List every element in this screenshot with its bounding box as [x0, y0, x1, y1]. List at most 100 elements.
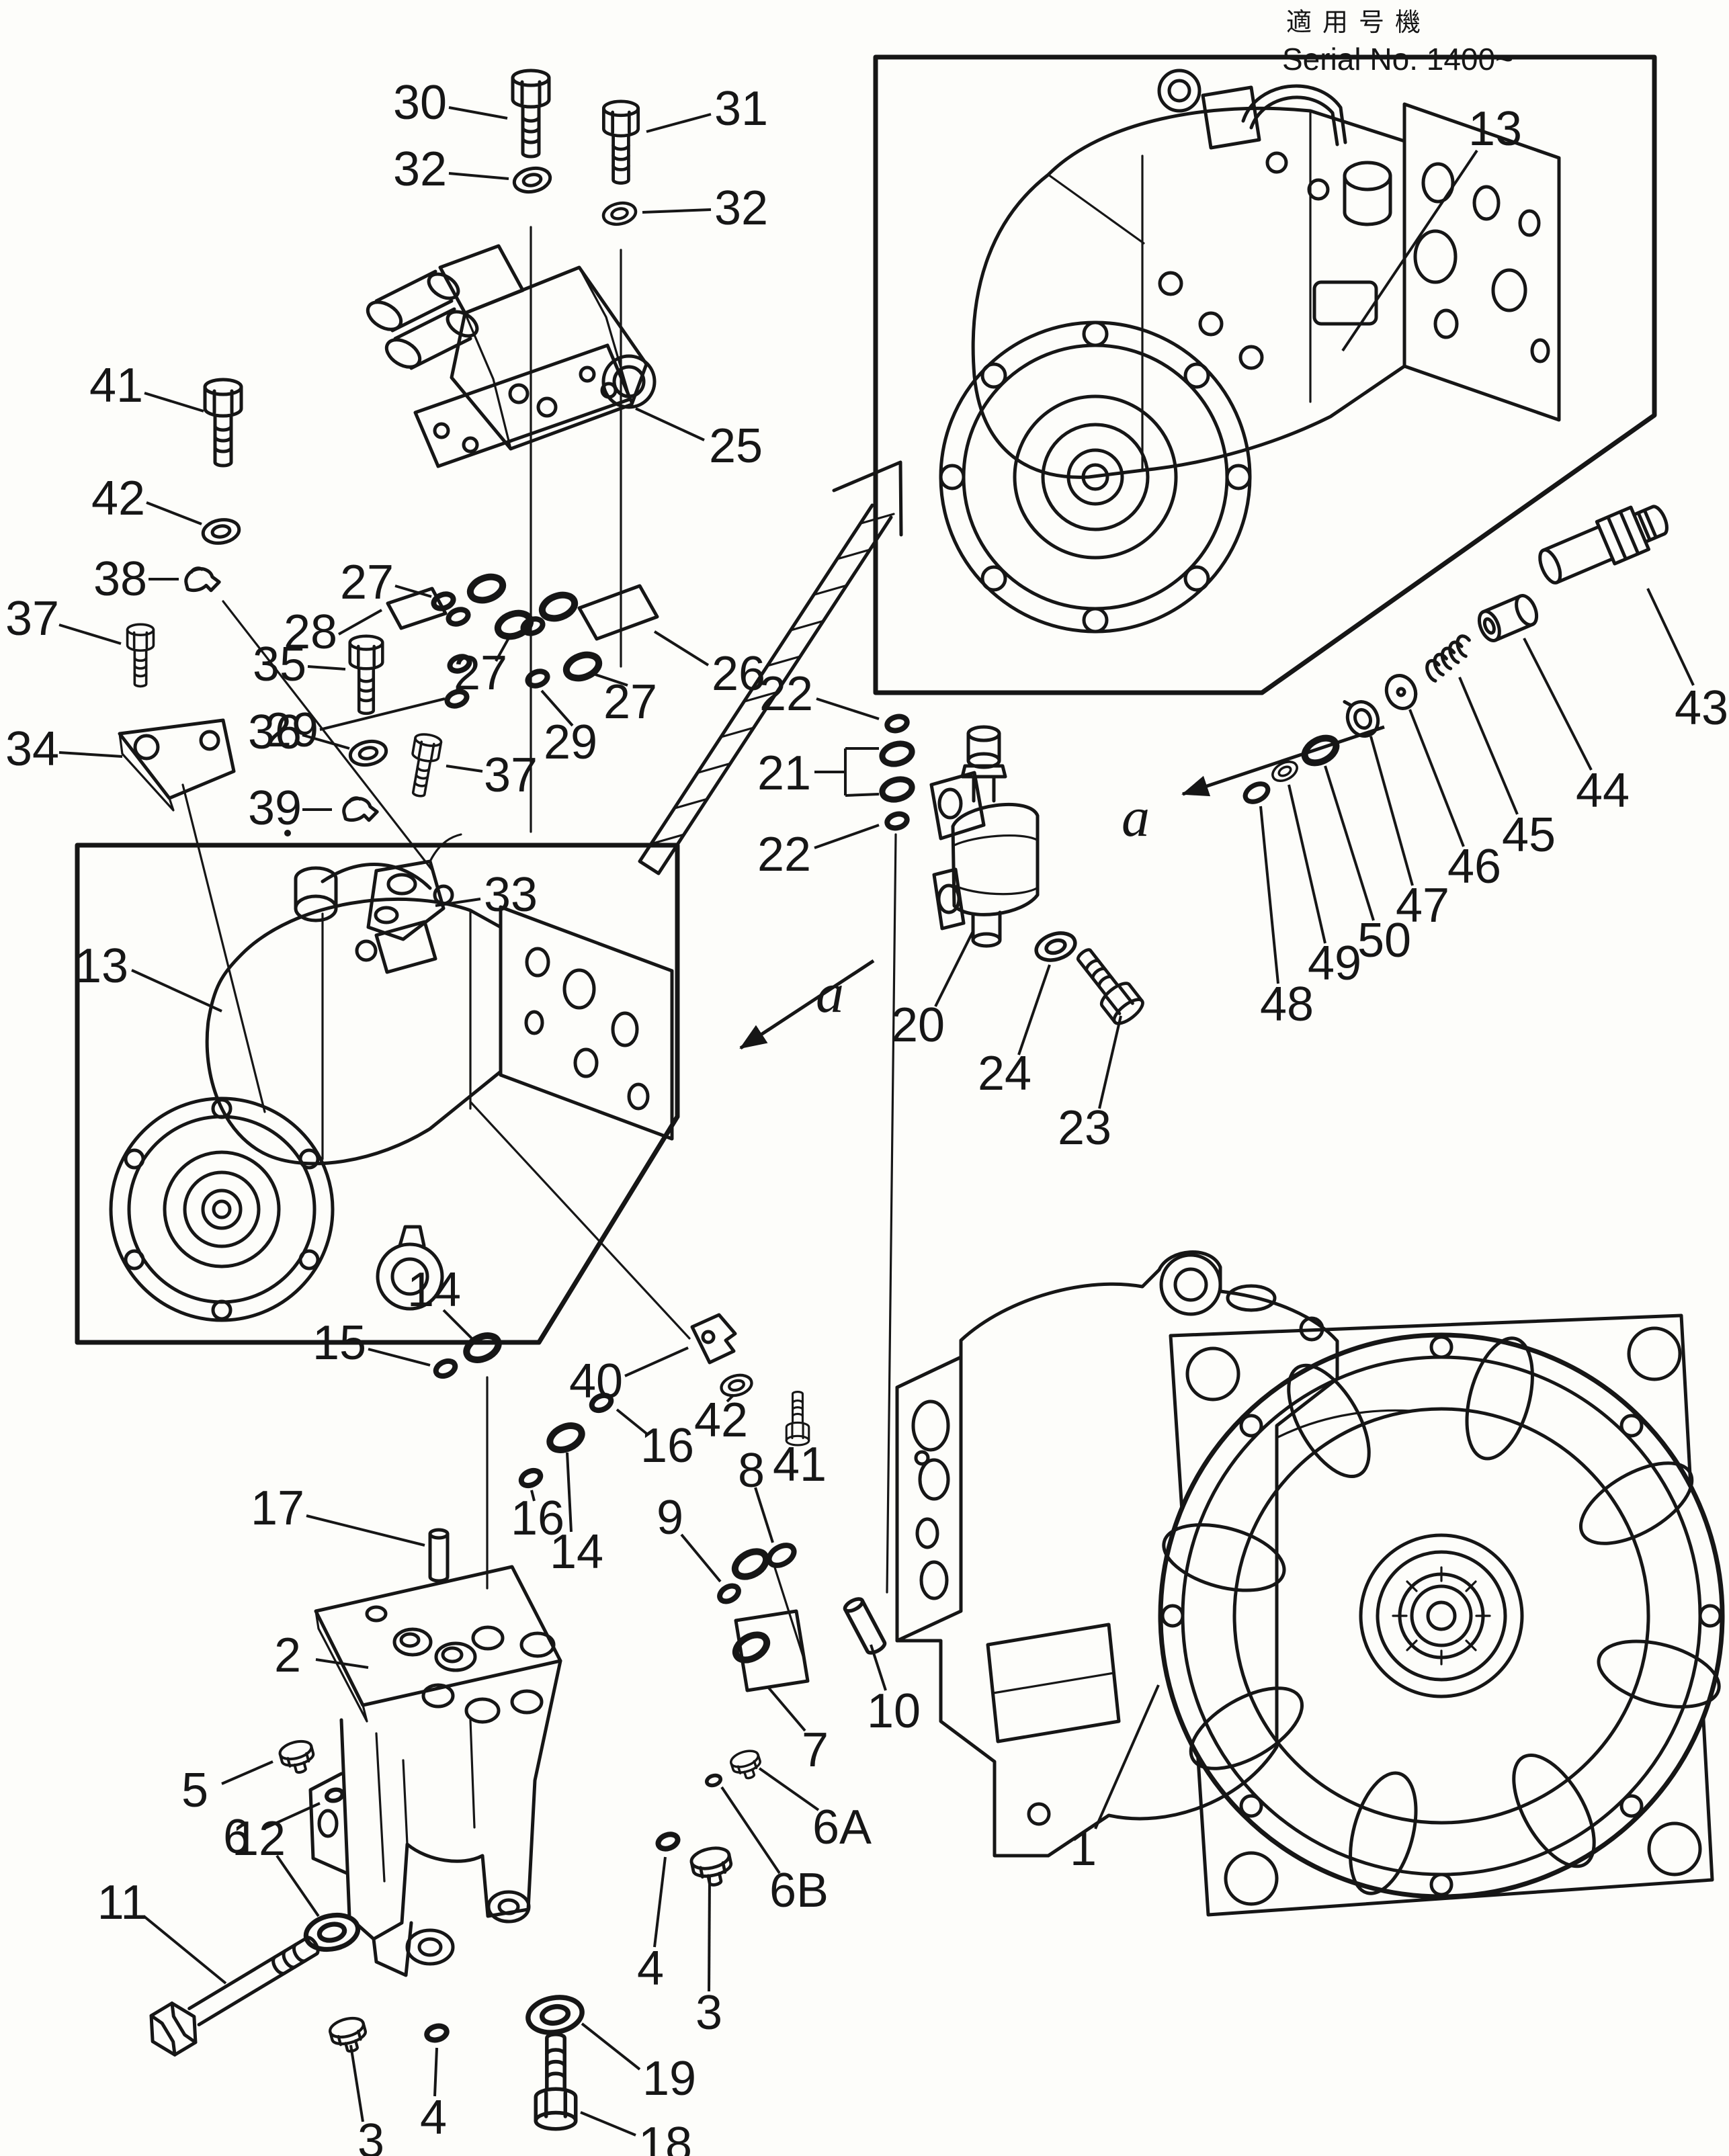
leader-14 — [566, 1452, 573, 1533]
part-24-washer — [1033, 929, 1079, 965]
leader-23 — [1098, 1015, 1122, 1109]
pump-assembly-13-left — [109, 863, 674, 1322]
callout-26: 26 — [712, 647, 765, 701]
callout-36: 36 — [248, 705, 302, 759]
callout-11: 11 — [97, 1876, 148, 1930]
part-50-oring — [1300, 733, 1340, 768]
leader-43 — [1646, 588, 1695, 686]
callout-29: 29 — [544, 716, 597, 769]
leader-16 — [616, 1408, 650, 1436]
leader-12 — [276, 1854, 320, 1917]
leader-3 — [349, 2044, 364, 2122]
callout-37: 37 — [484, 748, 538, 802]
leader-13 — [131, 969, 222, 1012]
part-7-outline — [734, 1609, 810, 1692]
leader-6 — [263, 1802, 321, 1830]
part-44-sleeve — [1477, 594, 1539, 642]
callout-6: 6 — [223, 1810, 250, 1864]
part-30-bolt — [513, 71, 549, 157]
leader-6B — [720, 1786, 781, 1874]
callout-6A: 6A — [812, 1801, 872, 1854]
leader-32 — [642, 208, 712, 214]
flywheel-spokes — [1162, 1336, 1721, 1895]
part-6-oring — [325, 1788, 343, 1803]
leader-28 — [338, 609, 382, 636]
part-10-pin — [843, 1596, 887, 1655]
leader-14 — [442, 1309, 478, 1345]
callout-23: 23 — [1058, 1101, 1111, 1155]
leader-19 — [581, 2022, 641, 2071]
leader-48 — [1259, 806, 1279, 984]
leader-22 — [814, 824, 880, 849]
part-46-disc — [1384, 674, 1418, 710]
part-2-bracket — [308, 1565, 562, 1977]
part-4-oring — [656, 1831, 679, 1851]
leader-18 — [580, 2111, 636, 2137]
callout-16: 16 — [511, 1492, 564, 1545]
callout-3: 3 — [357, 2114, 384, 2156]
callout-8: 8 — [738, 1444, 765, 1498]
leader-26 — [653, 630, 710, 666]
part-37-bolt — [126, 623, 155, 688]
callout-25: 25 — [709, 419, 763, 473]
leader-15 — [368, 1348, 431, 1367]
callout-27: 27 — [340, 556, 394, 609]
part-5-plug — [278, 1738, 317, 1776]
callout-a: a — [1122, 786, 1150, 849]
part-17-pin — [430, 1530, 448, 1581]
part-18-bolt — [536, 2034, 575, 2129]
leader-44 — [1523, 638, 1593, 771]
callout-44: 44 — [1576, 764, 1630, 818]
leader-34 — [58, 751, 123, 758]
leader-41 — [144, 392, 204, 413]
leader-11 — [142, 1915, 227, 1985]
leader-20 — [934, 931, 974, 1007]
callout-22: 22 — [757, 828, 811, 881]
callout-13: 13 — [75, 939, 128, 993]
leader-42 — [146, 501, 202, 525]
callout-32: 32 — [714, 181, 768, 235]
part-25-valve-block — [366, 244, 657, 468]
leader-42 — [726, 1393, 735, 1403]
leader-27 — [394, 585, 432, 598]
leader-22 — [816, 697, 880, 720]
leader-13 — [1341, 149, 1478, 352]
view-arrow-a-1 — [1181, 725, 1385, 797]
callout-49: 49 — [1308, 937, 1361, 990]
leader-1 — [1094, 1684, 1160, 1829]
callout-9: 9 — [657, 1491, 683, 1545]
part-4-oring-b — [425, 2024, 448, 2042]
callout-40: 40 — [569, 1354, 623, 1408]
callout-48: 48 — [1260, 978, 1314, 1031]
callout-35: 35 — [253, 638, 306, 691]
callout-13: 13 — [1468, 102, 1522, 156]
part-1-main-pump — [895, 1250, 1725, 1917]
leader-24 — [1017, 964, 1051, 1055]
part-45-spring — [1425, 634, 1471, 683]
callout-1: 1 — [1070, 1822, 1097, 1876]
leader-4 — [433, 2047, 438, 2097]
callout-18: 18 — [638, 2118, 692, 2156]
part-40-clamp-bracket — [690, 1313, 737, 1365]
part-37-bolt-b — [404, 731, 444, 800]
leader-31 — [646, 113, 712, 133]
leader-5 — [221, 1760, 273, 1785]
callout-16: 16 — [640, 1419, 694, 1473]
leader-29 — [319, 697, 446, 731]
part-35-bolt — [350, 636, 383, 714]
leader-32 — [448, 172, 509, 180]
part-31-bolt — [603, 101, 638, 183]
leader-45 — [1458, 677, 1519, 815]
oring-column-21-22 — [880, 714, 915, 830]
callout-46: 46 — [1447, 840, 1501, 894]
callout-19: 19 — [642, 2052, 696, 2106]
scan-speck — [284, 830, 291, 836]
callout-6B: 6B — [769, 1864, 829, 1917]
callout-10: 10 — [867, 1684, 921, 1738]
callout-22: 22 — [759, 667, 813, 721]
part-48-oring — [1242, 780, 1271, 805]
part-19-washer — [525, 1993, 585, 2036]
leader-37 — [446, 765, 483, 773]
part-12-washer — [303, 1911, 362, 1954]
